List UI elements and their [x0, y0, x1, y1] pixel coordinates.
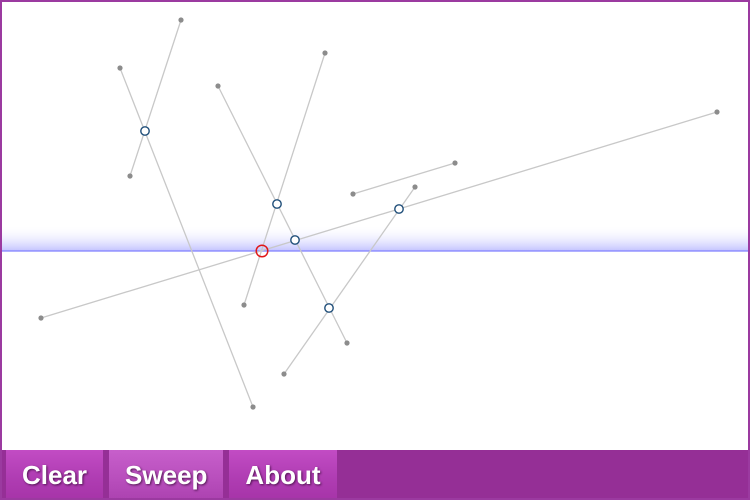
segment-endpoint[interactable]	[117, 65, 123, 71]
clear-button[interactable]: Clear	[6, 450, 104, 500]
segment	[243, 52, 326, 306]
intersection-marker	[290, 235, 300, 245]
sweep-button[interactable]: Sweep	[109, 450, 224, 500]
segment	[217, 85, 348, 344]
intersection-marker	[140, 126, 150, 136]
current-event-marker	[255, 244, 269, 258]
segment-endpoint[interactable]	[178, 17, 184, 23]
segment	[352, 162, 456, 195]
segment-endpoint[interactable]	[412, 184, 418, 190]
toolbar: Clear Sweep About	[0, 450, 750, 500]
segment-endpoint[interactable]	[127, 173, 133, 179]
segment-endpoint[interactable]	[281, 371, 287, 377]
segment-endpoint[interactable]	[452, 160, 458, 166]
segment-endpoint[interactable]	[250, 404, 256, 410]
sweep-canvas[interactable]	[2, 2, 748, 450]
point-layer	[38, 17, 720, 410]
segment-endpoint[interactable]	[322, 50, 328, 56]
segment-layer	[40, 19, 718, 408]
segment-endpoint[interactable]	[344, 340, 350, 346]
intersection-marker	[394, 204, 404, 214]
sweep-band	[2, 225, 748, 251]
segment	[40, 111, 718, 319]
segment	[129, 19, 182, 177]
about-button[interactable]: About	[229, 450, 337, 500]
segment	[119, 67, 254, 408]
segment-endpoint[interactable]	[38, 315, 44, 321]
segment-endpoint[interactable]	[241, 302, 247, 308]
segment-endpoint[interactable]	[215, 83, 221, 89]
intersection-marker	[272, 199, 282, 209]
segment-endpoint[interactable]	[350, 191, 356, 197]
segment-endpoint[interactable]	[714, 109, 720, 115]
segment	[283, 186, 416, 375]
intersection-marker	[324, 303, 334, 313]
